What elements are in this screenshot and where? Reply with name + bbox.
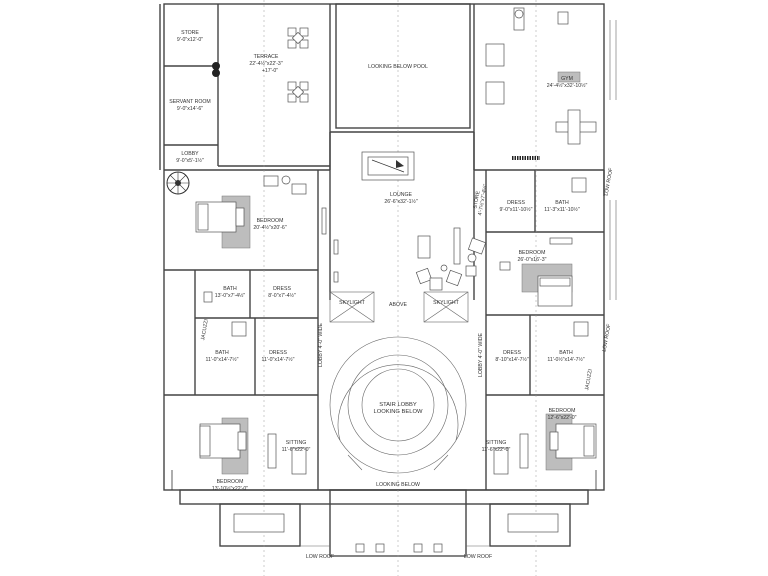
bedroom-right-low-dim: 12'-6"x22'-0" bbox=[547, 415, 576, 421]
terrace-dim: 22'-4½"x22'-3" bbox=[249, 60, 283, 67]
dress-right-low-name: DRESS bbox=[503, 350, 521, 356]
jacuzzi-left-label: JACUZZI bbox=[200, 319, 210, 341]
terrace-table-set-2 bbox=[287, 81, 309, 103]
bath-left-low-dim: 11'-0"x14'-7½" bbox=[206, 356, 239, 363]
jacuzzi-right-label: JACUZZI bbox=[584, 369, 594, 391]
low-roof-bottom-right: LOW ROOF bbox=[464, 554, 492, 560]
looking-below-label: LOOKING BELOW bbox=[376, 482, 420, 488]
gym-dim: 24'-4½"x32'-10½" bbox=[547, 82, 588, 89]
bed-right-top bbox=[521, 263, 573, 307]
bath-left-low-name: BATH bbox=[215, 350, 229, 356]
spiral-stair-icon bbox=[166, 171, 190, 195]
sitting-right-dim: 11'-6"x22'-0" bbox=[482, 447, 511, 453]
lobby-left-label: LOBBY 4'-0" WIDE bbox=[318, 322, 324, 367]
stair-lobby-sub: LOOKING BELOW bbox=[374, 409, 423, 415]
bath-right-top-dim: 11'-3"x11'-10½" bbox=[544, 206, 580, 213]
terrace-name: TERRACE bbox=[254, 54, 279, 60]
lounge-dim: 26'-6"x32'-1½" bbox=[384, 198, 418, 205]
gym-name: GYM bbox=[561, 76, 573, 82]
terrace-level: +17'-0" bbox=[262, 68, 278, 74]
bedroom-left-top-name: BEDROOM bbox=[257, 218, 284, 224]
store-name: STORE bbox=[181, 30, 199, 36]
bedroom-right-low-name: BEDROOM bbox=[549, 408, 576, 414]
dress-left-low-name: DRESS bbox=[269, 350, 287, 356]
bed-left-low bbox=[199, 417, 249, 475]
room-labels: STORE 9'-0"x12'-0" TERRACE 22'-4½"x22'-3… bbox=[169, 30, 614, 560]
stair-lobby-name: STAIR LOBBY bbox=[379, 402, 417, 408]
skylight-right-label: SKYLIGHT bbox=[433, 300, 459, 306]
bedroom-right-top-dim: 26'-0"x16'-3" bbox=[517, 257, 546, 263]
servant-room-dim: 9'-0"x14'-6" bbox=[177, 106, 203, 112]
lounge-name: LOUNGE bbox=[390, 192, 412, 198]
bed-left-top bbox=[195, 195, 251, 249]
low-roof-right-mid: LOW ROOF bbox=[602, 323, 613, 352]
dress-right-low-dim: 8'-10"x14'-7½" bbox=[495, 356, 529, 363]
terrace-table-set-1 bbox=[287, 27, 309, 49]
dress-left-low-dim: 11'-0"x14'-7½" bbox=[262, 356, 295, 363]
bath-right-top-name: BATH bbox=[555, 200, 569, 206]
store-right-name: STORE bbox=[473, 190, 482, 209]
lobby-top-dim: 9'-0"x5'-1½" bbox=[176, 157, 204, 164]
sitting-left-name: SITTING bbox=[286, 440, 306, 446]
dress-right-top-dim: 9'-0"x11'-10½" bbox=[500, 206, 533, 213]
furniture bbox=[166, 7, 597, 553]
low-roof-right-top: LOW ROOF bbox=[604, 167, 615, 196]
outer-walls bbox=[159, 0, 617, 576]
sitting-left-dim: 11'-6"x22'-0" bbox=[282, 447, 311, 453]
dress-left-mid-dim: 8'-0"x7'-4½" bbox=[268, 292, 296, 299]
bedroom-left-top-dim: 20'-4½"x20'-6" bbox=[253, 224, 287, 231]
above-label: ABOVE bbox=[389, 302, 407, 308]
bath-right-low-dim: 11'-0½"x14'-7½" bbox=[547, 356, 584, 363]
servant-room-name: SERVANT ROOM bbox=[169, 99, 211, 105]
bath-left-mid-dim: 13'-0"x7'-4½" bbox=[215, 292, 246, 299]
bed-right-low bbox=[545, 413, 597, 471]
skylight-left-label: SKYLIGHT bbox=[339, 300, 365, 306]
bedroom-left-low-dim: 13'-10½"x22'-0" bbox=[212, 485, 248, 492]
bedroom-right-top-name: BEDROOM bbox=[519, 250, 546, 256]
lobby-right-label: LOBBY 4'-0" WIDE bbox=[478, 332, 484, 377]
looking-below-pool-label: LOOKING BELOW POOL bbox=[368, 64, 428, 70]
dress-right-top-name: DRESS bbox=[507, 200, 525, 206]
lobby-top-name: LOBBY bbox=[181, 151, 199, 157]
bath-right-low-name: BATH bbox=[559, 350, 573, 356]
column-marker-icon bbox=[212, 69, 220, 77]
column-marker-icon bbox=[212, 62, 220, 70]
dress-left-mid-name: DRESS bbox=[273, 286, 291, 292]
gym-equipment bbox=[485, 7, 597, 160]
low-roof-bottom-left: LOW ROOF bbox=[306, 554, 334, 560]
sitting-right-name: SITTING bbox=[486, 440, 506, 446]
store-dim: 9'-0"x12'-0" bbox=[177, 37, 203, 43]
bedroom-left-low-name: BEDROOM bbox=[217, 479, 244, 485]
lounge-table bbox=[417, 235, 431, 259]
bath-left-mid-name: BATH bbox=[223, 286, 237, 292]
billiard-table-icon bbox=[361, 151, 415, 181]
